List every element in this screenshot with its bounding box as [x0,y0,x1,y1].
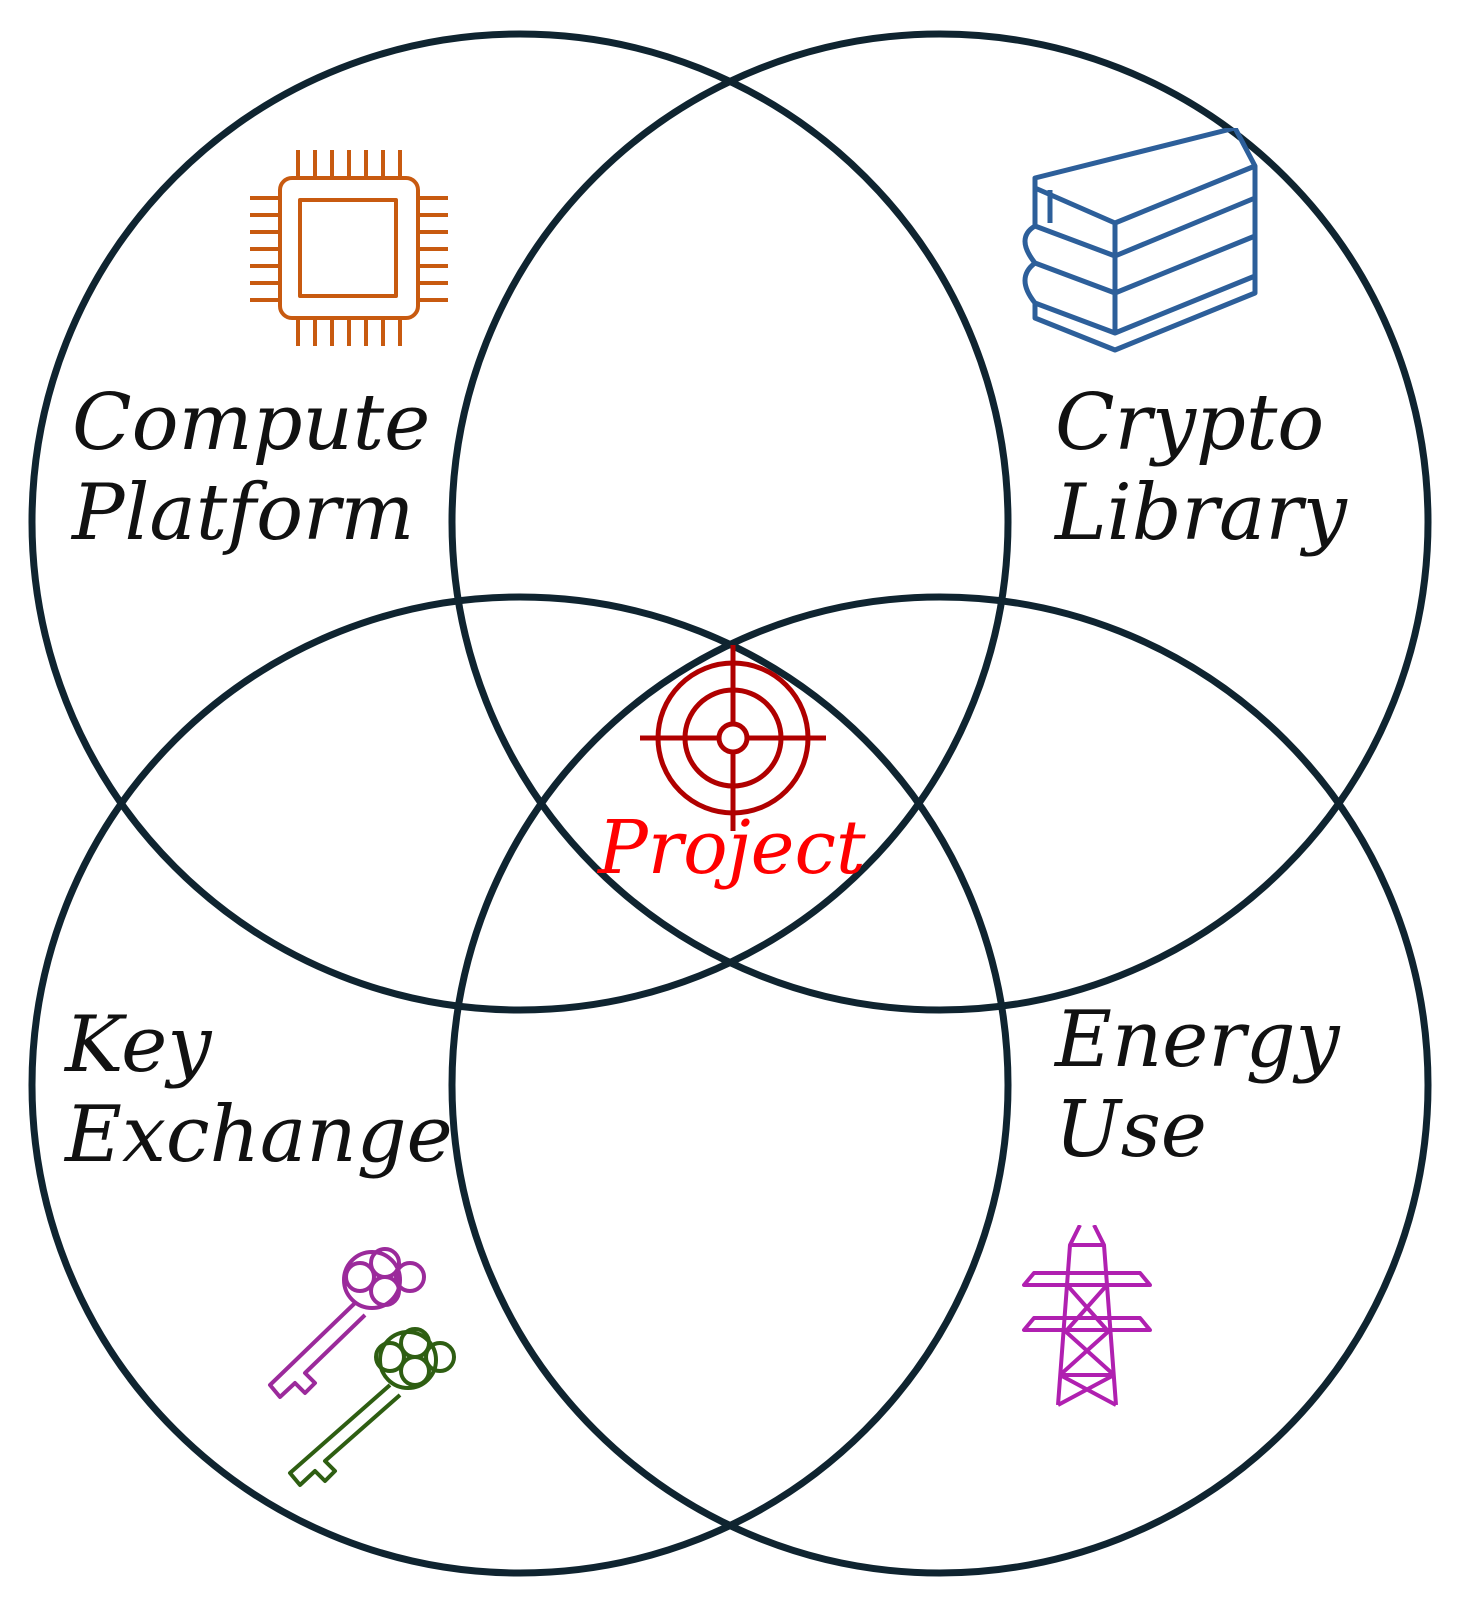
label-crypto-library: Crypto Library [1055,378,1347,558]
stacked-books-icon [1022,128,1258,353]
circle-key-exchange [28,593,1012,1577]
power-tower-icon [1022,1225,1152,1407]
cpu-chip-icon [250,150,448,346]
label-energy-use: Energy Use [1055,995,1340,1175]
label-key-exchange-line1: Key [65,1000,212,1090]
label-crypto-library-line1: Crypto [1055,378,1325,468]
label-key-exchange: Key Exchange [65,1000,453,1180]
label-crypto-library-line2: Library [1055,468,1347,558]
label-key-exchange-line2: Exchange [65,1090,453,1180]
center-label-project: Project [598,805,866,891]
target-crosshair-icon [640,645,826,831]
label-energy-use-line2: Use [1055,1085,1207,1175]
keys-icon [268,1247,456,1487]
circle-energy-use [448,593,1432,1577]
label-energy-use-line1: Energy [1055,995,1340,1085]
label-compute-platform-line1: Compute [72,378,431,468]
label-compute-platform: Compute Platform [72,378,430,558]
circle-compute-platform [28,30,1012,1014]
circle-crypto-library [448,30,1432,1014]
label-compute-platform-line2: Platform [72,468,415,558]
